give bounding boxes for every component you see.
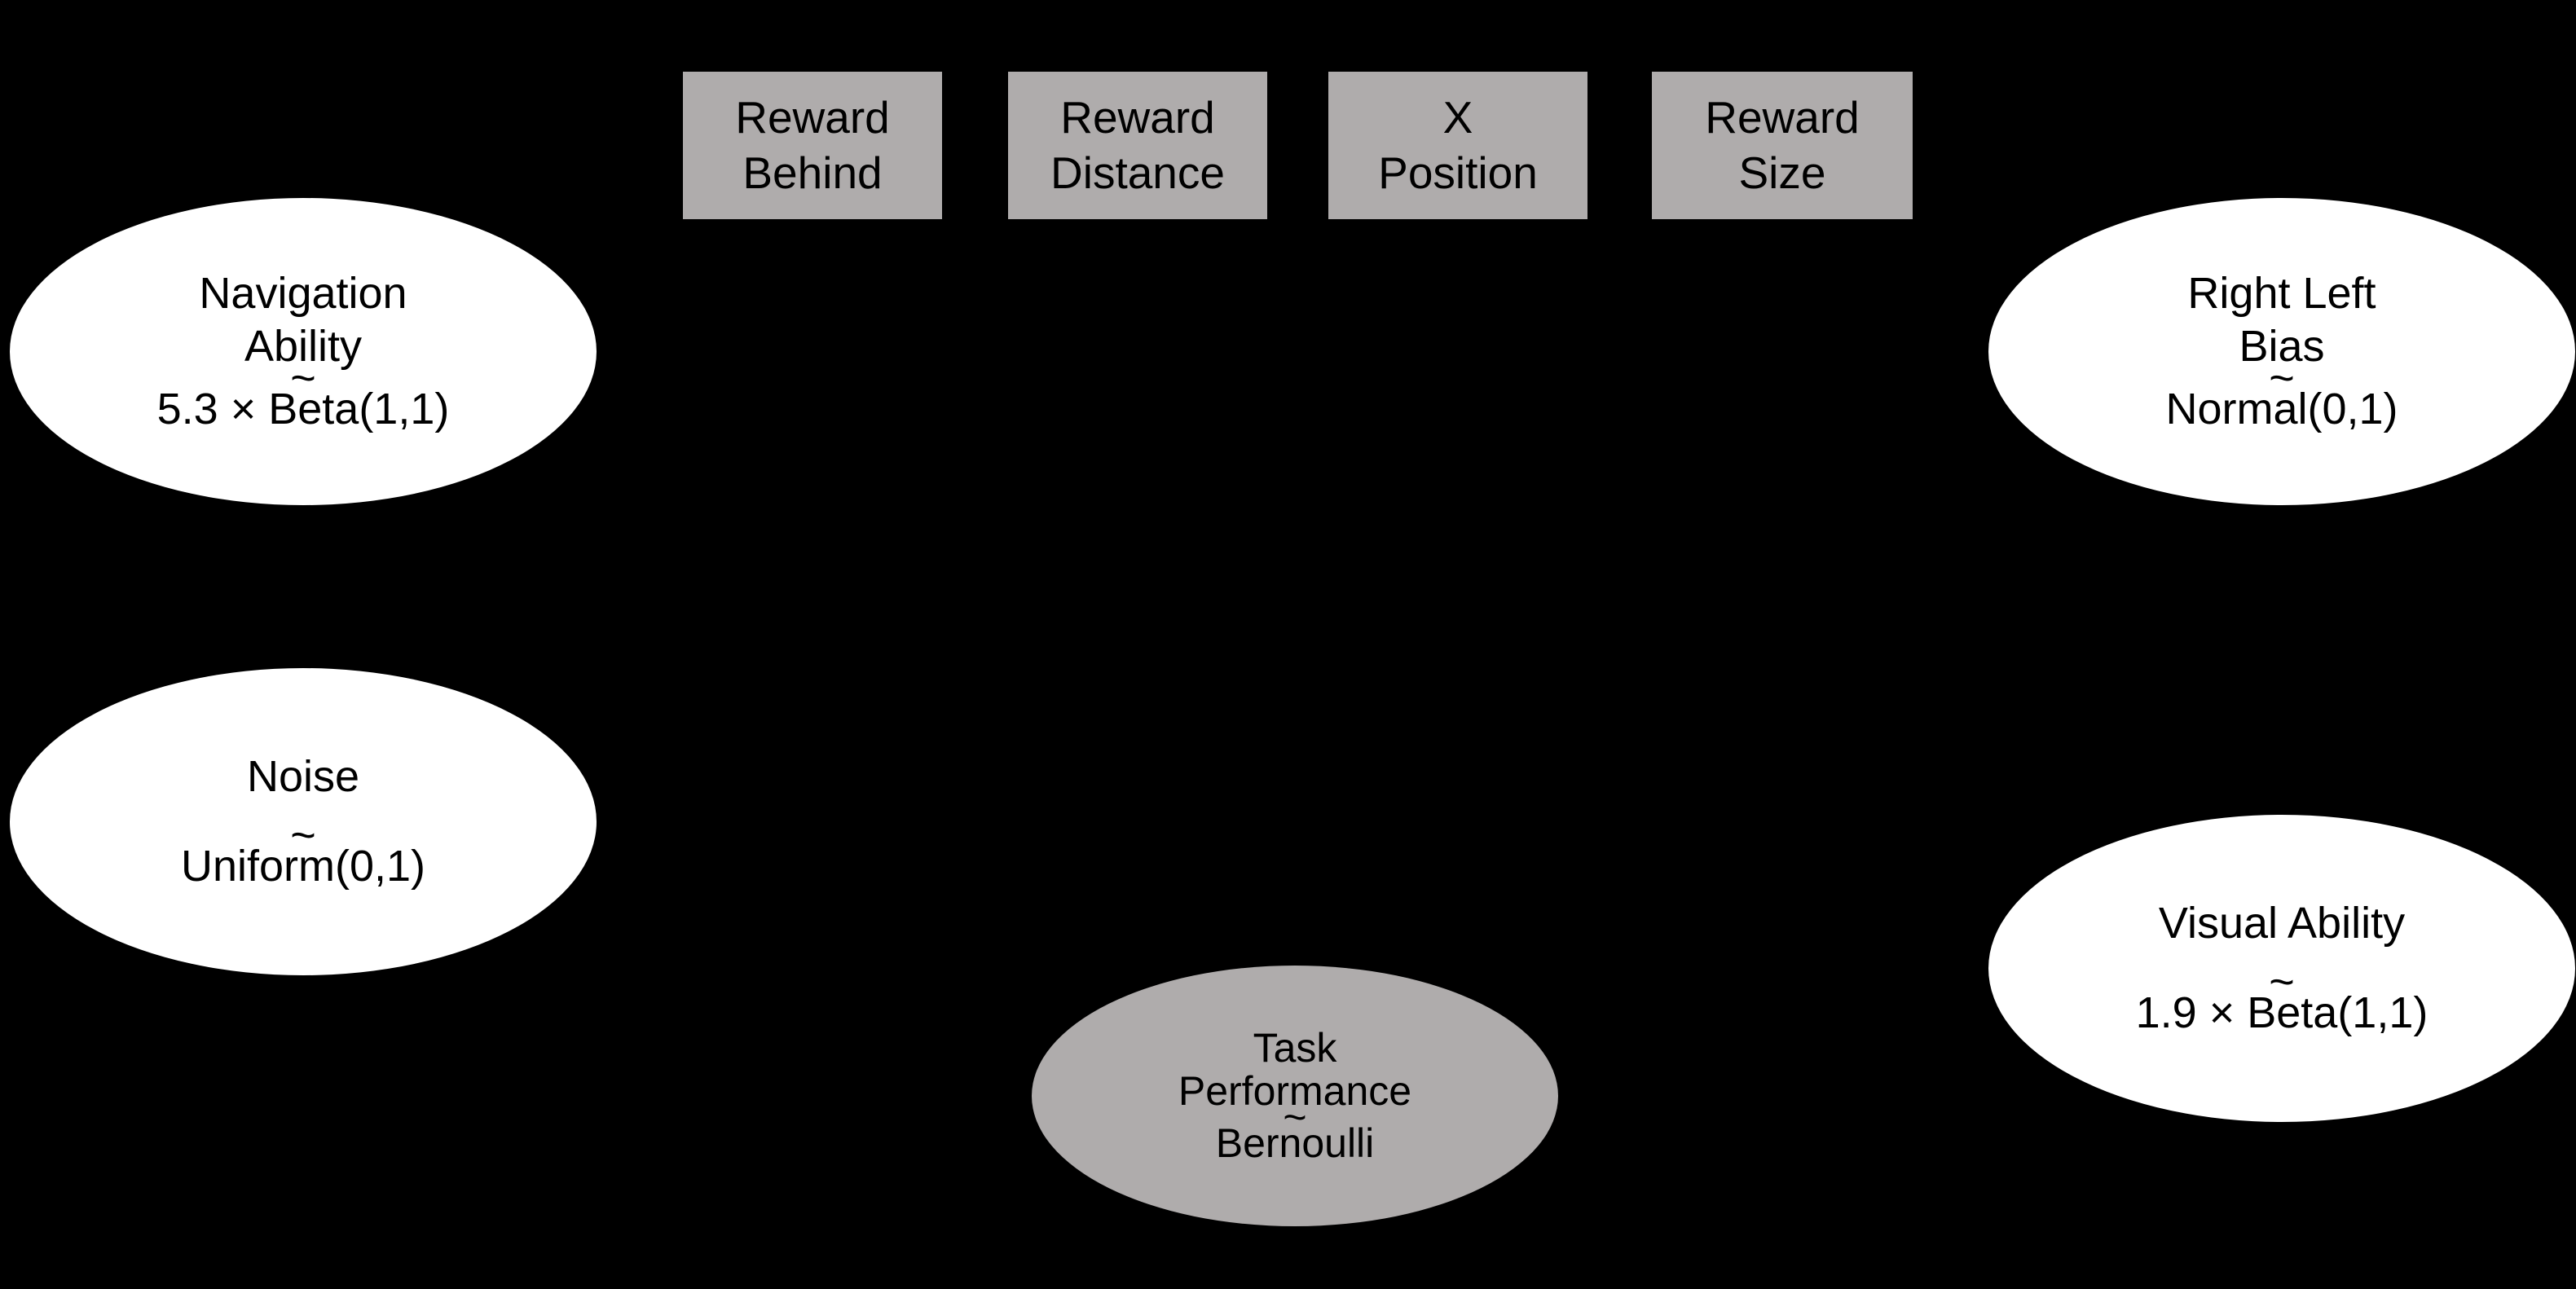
node-right-left-bias-name-line1: Right Left bbox=[2187, 269, 2376, 319]
node-navigation-ability[interactable]: Navigation Ability ~ 5.3 × Beta(1,1) bbox=[10, 198, 597, 505]
node-x-position-line2: Position bbox=[1378, 147, 1538, 198]
node-reward-size[interactable]: Reward Size bbox=[1652, 72, 1913, 219]
node-right-left-bias[interactable]: Right Left Bias ~ Normal(0,1) bbox=[1988, 198, 2575, 505]
node-noise[interactable]: Noise ~ Uniform(0,1) bbox=[10, 668, 597, 975]
node-visual-ability-distribution: 1.9 × Beta(1,1) bbox=[2135, 988, 2428, 1038]
node-navigation-ability-distribution: 5.3 × Beta(1,1) bbox=[156, 384, 450, 433]
node-reward-distance[interactable]: Reward Distance bbox=[1008, 72, 1267, 219]
node-right-left-bias-name-line2: Bias bbox=[2239, 322, 2325, 372]
node-right-left-bias-distribution: Normal(0,1) bbox=[2165, 384, 2398, 433]
node-reward-size-line1: Reward bbox=[1705, 92, 1860, 143]
node-reward-size-line2: Size bbox=[1738, 147, 1826, 198]
node-reward-behind[interactable]: Reward Behind bbox=[683, 72, 942, 219]
node-noise-distribution: Uniform(0,1) bbox=[180, 842, 426, 891]
node-visual-ability-name-line1: Visual Ability bbox=[2158, 899, 2406, 948]
node-navigation-ability-name-line2: Ability bbox=[244, 322, 363, 372]
node-navigation-ability-name-line1: Navigation bbox=[199, 269, 407, 319]
node-noise-name-line1: Noise bbox=[246, 752, 360, 802]
node-task-performance[interactable]: Task Performance ~ Bernoulli bbox=[1032, 966, 1558, 1226]
node-x-position-line1: X bbox=[1442, 92, 1473, 143]
node-visual-ability[interactable]: Visual Ability ~ 1.9 × Beta(1,1) bbox=[1988, 815, 2575, 1122]
node-task-performance-name-line1: Task bbox=[1253, 1025, 1337, 1071]
node-reward-distance-line1: Reward bbox=[1060, 92, 1215, 143]
node-reward-behind-line2: Behind bbox=[742, 147, 883, 198]
node-x-position[interactable]: X Position bbox=[1328, 72, 1587, 219]
node-reward-distance-line2: Distance bbox=[1050, 147, 1225, 198]
node-reward-behind-line1: Reward bbox=[735, 92, 890, 143]
node-task-performance-name-line2: Performance bbox=[1178, 1068, 1412, 1114]
node-task-performance-distribution: Bernoulli bbox=[1215, 1120, 1375, 1166]
